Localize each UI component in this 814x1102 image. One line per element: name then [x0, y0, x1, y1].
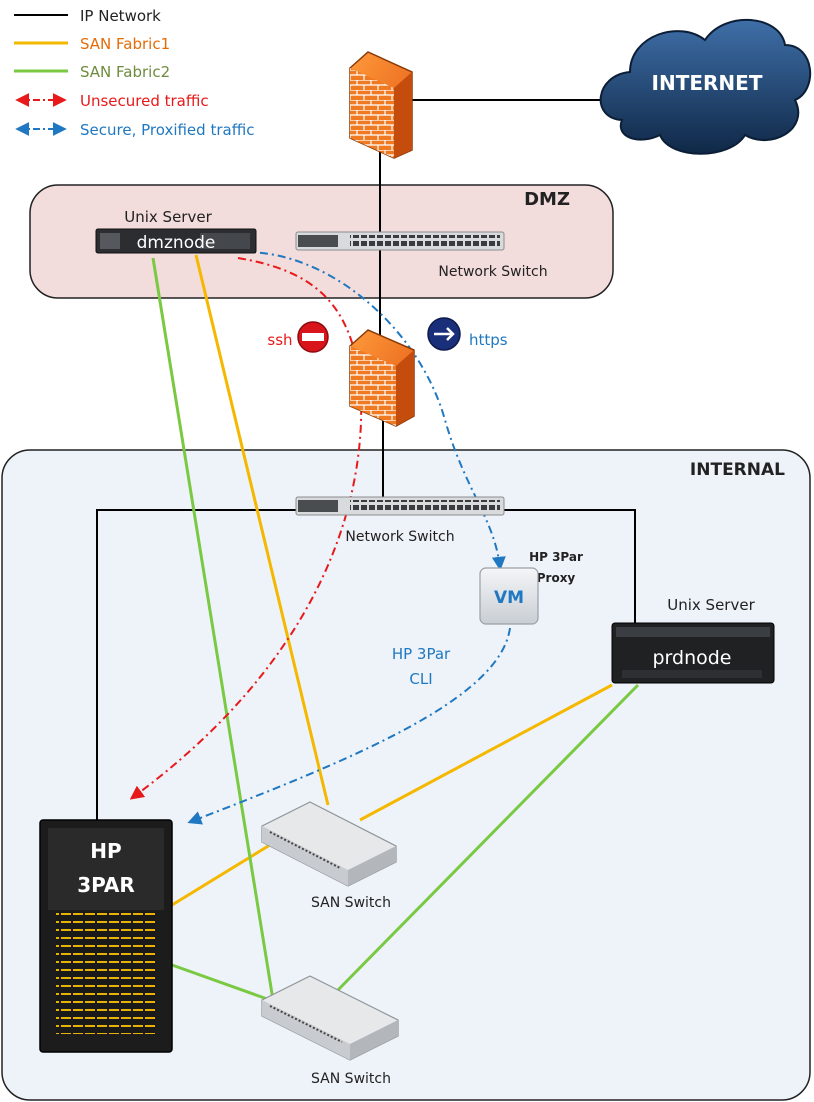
- firewall-external: [349, 51, 413, 159]
- san-fabric1-links: [171, 254, 613, 907]
- secure-flow-https: [241, 250, 506, 571]
- firewall-internal: [349, 329, 415, 427]
- dmz-server-name: dmznode: [137, 233, 216, 253]
- storage-label-line2: 3PAR: [77, 873, 135, 897]
- san-switch-1: SAN Switch: [261, 801, 397, 911]
- legend: IP Network SAN Fabric1 SAN Fabric2 Unsec…: [14, 7, 254, 139]
- prd-server-caption: Unix Server: [667, 596, 755, 614]
- vm-label: VM: [494, 588, 524, 608]
- prd-server: Unix Server prdnode: [611, 596, 775, 684]
- dmz-zone-label: DMZ: [524, 189, 570, 210]
- internal-switch-label: Network Switch: [345, 529, 454, 545]
- ip-links: [96, 99, 636, 820]
- unsecured-flow: [129, 257, 363, 800]
- legend-secure: Secure, Proxified traffic: [80, 121, 254, 139]
- legend-san-fabric2: SAN Fabric2: [80, 63, 170, 81]
- internet-cloud: INTERNET: [599, 19, 812, 155]
- dmz-network-switch: Network Switch: [295, 231, 548, 280]
- dmz-server: Unix Server dmznode: [95, 208, 257, 254]
- internal-zone-label: INTERNAL: [690, 460, 785, 480]
- hp-3par-storage: HP 3PAR: [39, 819, 173, 1053]
- proxy-title-line1: HP 3Par: [529, 550, 583, 564]
- internal-zone: [1, 449, 811, 1101]
- dmz-server-caption: Unix Server: [124, 208, 212, 226]
- ssh-label: ssh: [267, 331, 292, 349]
- https-label: https: [469, 331, 508, 349]
- proxy-vm: HP 3Par Proxy VM HP 3Par CLI: [392, 550, 583, 688]
- legend-unsecured: Unsecured traffic: [80, 92, 209, 110]
- internal-network-switch: Network Switch: [295, 496, 505, 545]
- internet-label: INTERNET: [652, 71, 763, 95]
- https-badge: https: [427, 317, 508, 351]
- legend-san-fabric1: SAN Fabric1: [80, 35, 170, 53]
- proxy-title-line2: Proxy: [537, 571, 576, 585]
- prd-server-name: prdnode: [652, 647, 731, 669]
- san-switch-2: SAN Switch: [261, 975, 399, 1087]
- san-switch-1-label: SAN Switch: [311, 895, 391, 911]
- cli-label-line1: HP 3Par: [392, 645, 451, 663]
- san-switch-2-label: SAN Switch: [311, 1071, 391, 1087]
- legend-ip-network: IP Network: [80, 7, 161, 25]
- ssh-badge: ssh: [267, 321, 329, 353]
- san-fabric2-links: [151, 257, 640, 1002]
- storage-label-line1: HP: [90, 839, 121, 863]
- cli-label-line2: CLI: [409, 670, 432, 688]
- dmz-switch-label: Network Switch: [438, 264, 547, 280]
- secure-flow-cli: [187, 627, 511, 825]
